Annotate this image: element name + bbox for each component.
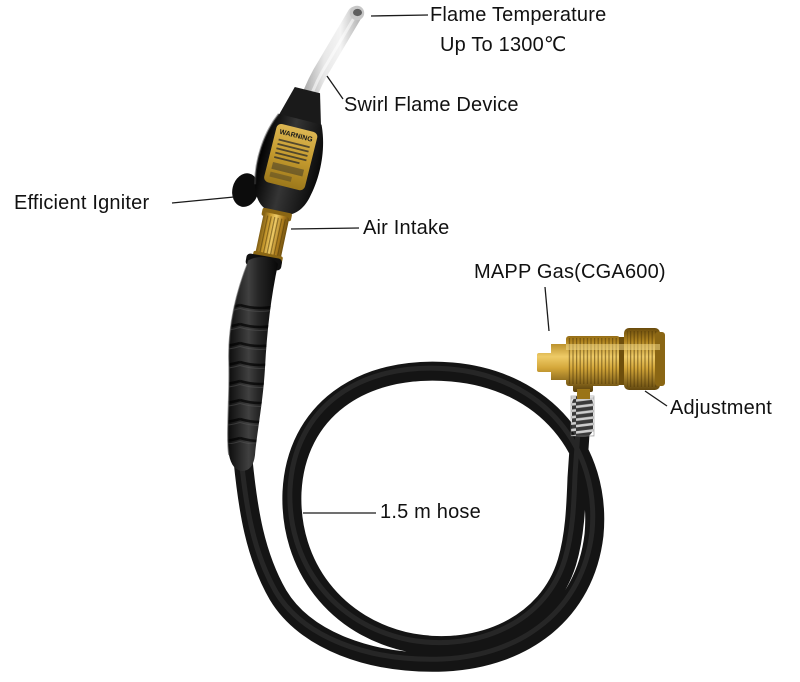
label-air-intake: Air Intake xyxy=(363,217,450,239)
label-mapp-gas: MAPP Gas(CGA600) xyxy=(474,261,666,283)
igniter-trigger xyxy=(232,173,259,207)
warning-sticker: WARNING xyxy=(264,123,318,191)
torch-head: WARNING xyxy=(232,86,324,216)
leader-flame-temperature xyxy=(370,14,429,17)
hose xyxy=(233,361,605,672)
spring-strain-relief xyxy=(570,395,595,437)
leader-mapp-gas xyxy=(544,286,550,332)
label-efficient-igniter: Efficient Igniter xyxy=(14,192,150,214)
label-swirl-flame-device: Swirl Flame Device xyxy=(344,94,519,116)
handle-grip xyxy=(227,253,282,471)
label-hose-length: 1.5 m hose xyxy=(380,501,481,523)
leader-lines xyxy=(171,14,668,514)
leader-igniter xyxy=(171,196,235,204)
gas-connector xyxy=(537,328,665,399)
leader-swirl xyxy=(326,75,344,100)
label-flame-temperature-value: Up To 1300℃ xyxy=(440,34,567,56)
label-flame-temperature: Flame Temperature xyxy=(430,4,607,26)
leader-adjustment xyxy=(644,390,668,407)
leader-air-intake xyxy=(290,227,360,230)
label-adjustment: Adjustment xyxy=(670,397,773,419)
